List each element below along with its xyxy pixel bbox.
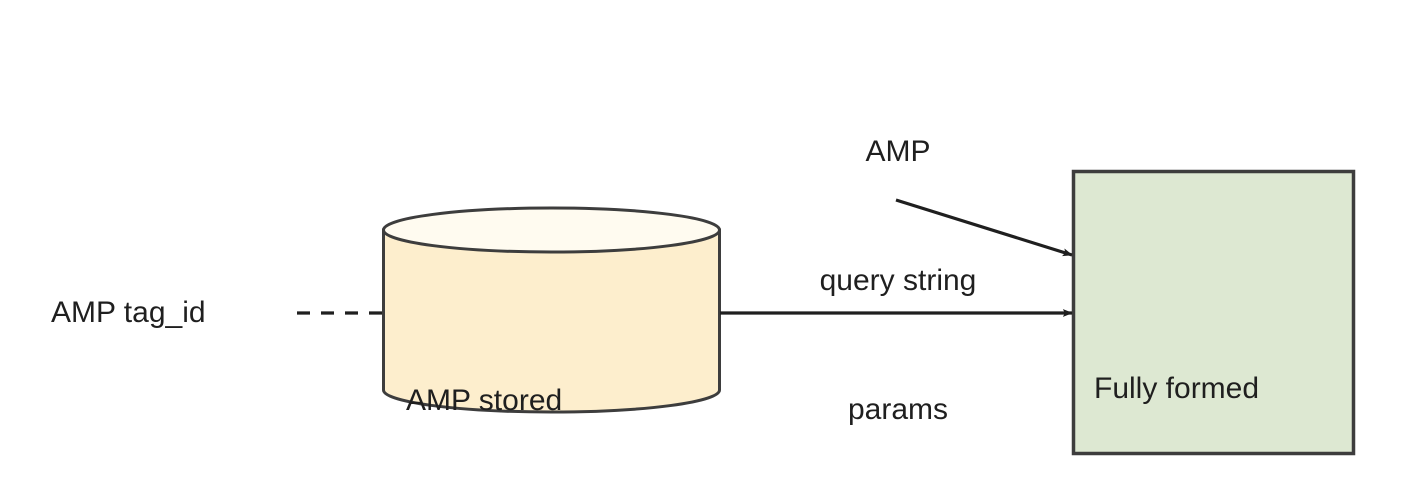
cylinder-label: AMP stored request template <box>406 276 629 498</box>
ortb-box-label: Fully formed ORTB <box>1094 264 1259 498</box>
label-amp-tag-id: AMP tag_id <box>51 296 206 329</box>
label-query-string-params-line-3: params <box>847 393 949 426</box>
ortb-box <box>1071 169 1356 456</box>
cylinder-label-line-1: AMP stored <box>406 384 563 417</box>
edge-params-to-ortb <box>895 198 1073 257</box>
label-query-string-params: AMP query string params <box>773 44 1023 498</box>
cylinder-top-ellipse <box>382 206 721 254</box>
label-query-string-params-line-1: AMP <box>865 135 931 168</box>
cylinder-body <box>382 228 721 414</box>
label-query-string-params-line-2: query string <box>819 264 977 297</box>
ortb-box-label-line-1: Fully formed <box>1094 372 1260 405</box>
